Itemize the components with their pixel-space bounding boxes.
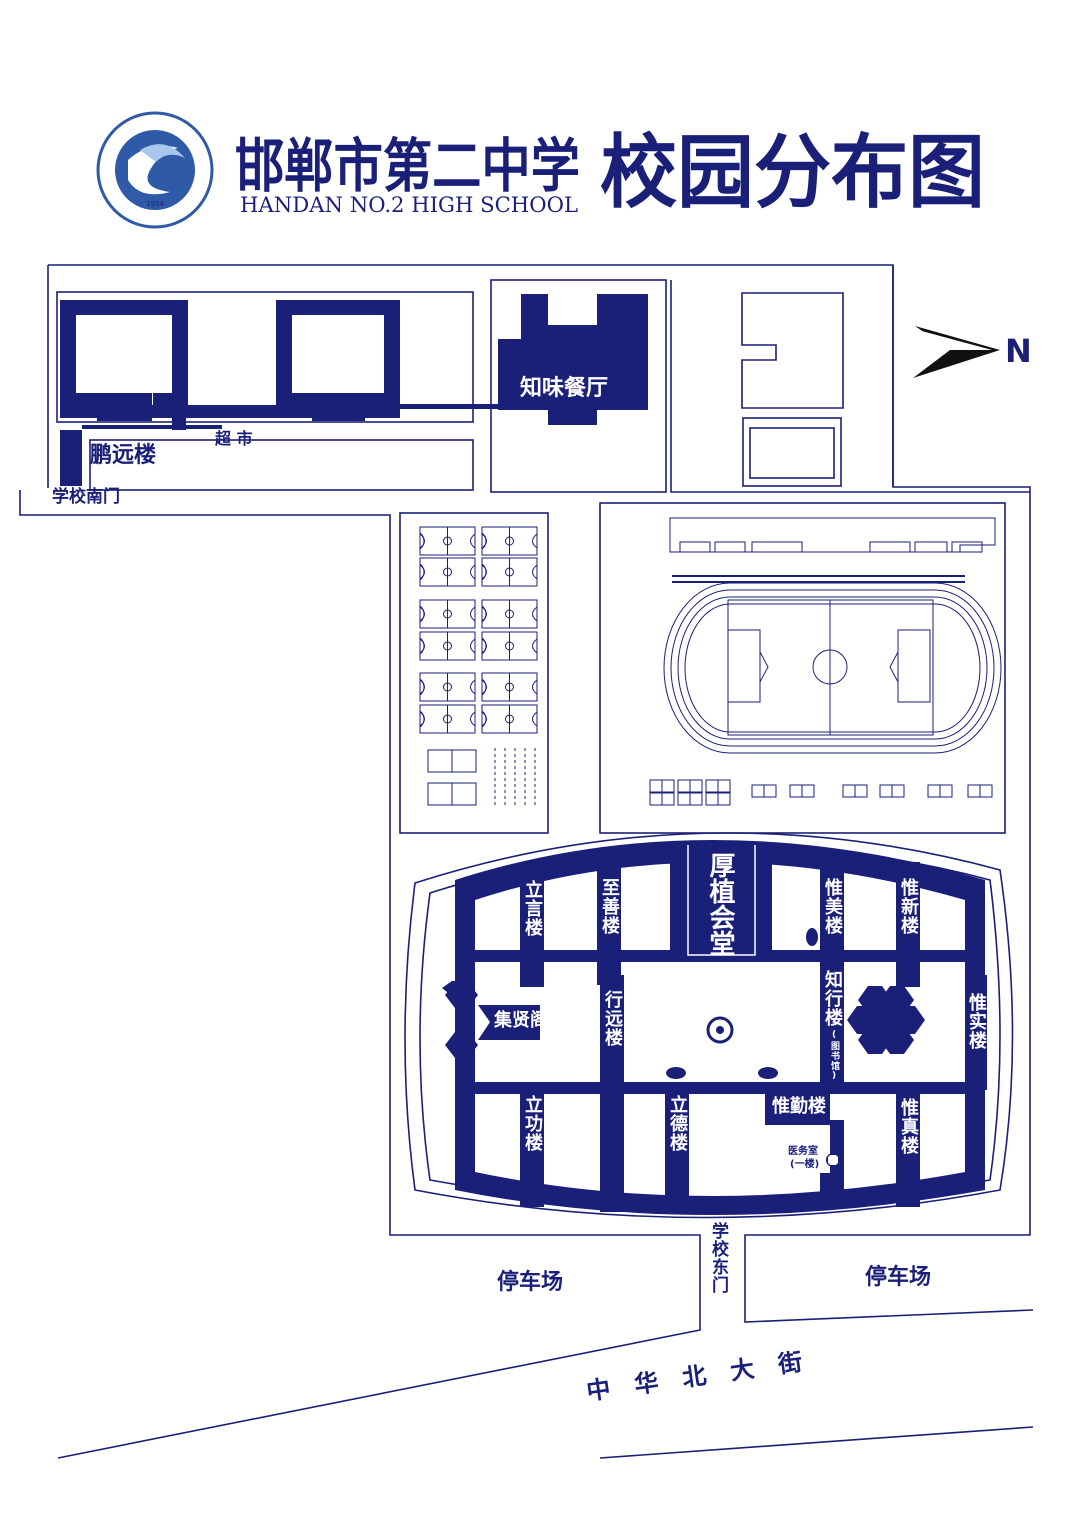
label-zhixing: 知行楼: [822, 970, 843, 1027]
teaching-complex: [455, 840, 985, 1215]
running-track: [663, 575, 1002, 754]
label-pengyuan: 鹏远楼: [90, 443, 157, 468]
logo-year: 1954: [146, 200, 164, 208]
label-zhixing-sub: (图书馆): [829, 1030, 839, 1082]
ne-blocks: [741, 292, 844, 487]
north-arrow-icon: [913, 326, 1000, 378]
small-courts: [649, 779, 993, 806]
hongyi-building: [276, 300, 400, 418]
label-weizhen: 惟真楼: [898, 1098, 919, 1155]
volleyball-courts: [427, 748, 536, 808]
label-bathroom: 浴室: [499, 296, 520, 334]
label-weimei: 惟美楼: [822, 878, 843, 935]
label-zhishan: 至善楼: [599, 878, 620, 935]
label-weishi: 惟实楼: [966, 993, 987, 1050]
school-name-cn: 邯郸市第二中学: [235, 132, 580, 200]
label-xingyuan: 行远楼: [602, 990, 623, 1047]
label-weiqin: 惟勤楼: [772, 1096, 826, 1117]
label-parking-left: 停车场: [497, 1270, 564, 1295]
canteen-building: [498, 294, 648, 425]
basketball-courts: [419, 526, 538, 734]
school-name-en: HANDAN NO.2 HIGH SCHOOL: [240, 193, 578, 217]
north-label: N: [1005, 332, 1032, 370]
label-supermarket: 超 市: [215, 429, 253, 448]
label-jixian: 集贤阁: [494, 1010, 548, 1031]
label-weixin: 惟新楼: [898, 878, 919, 935]
jixian-pavilion: [442, 981, 540, 1058]
library-hex-cluster: [847, 986, 925, 1054]
sports-area: [399, 502, 1006, 834]
label-huiya: 慧雅楼: [90, 336, 157, 361]
label-south-gate: 学校南门: [52, 487, 120, 507]
label-clinic: 医务室: [788, 1146, 818, 1157]
campus-outline: [19, 264, 1034, 1459]
label-huiya-sub: （女生宿舍）: [78, 369, 162, 385]
map-title: 校园分布图: [600, 126, 985, 219]
label-hongyi: 弘毅楼: [305, 336, 372, 361]
label-clinic-sub: (一楼): [790, 1159, 820, 1170]
huiya-building: [60, 300, 188, 418]
plaza-fountain-icon: [606, 928, 818, 1079]
label-lide: 立德楼: [667, 1095, 688, 1152]
school-logo: [96, 111, 214, 229]
label-liyan: 立言楼: [522, 880, 543, 937]
label-ligong: 立功楼: [522, 1095, 543, 1152]
label-east-gate: 学校东门: [708, 1222, 728, 1294]
medical-cross-icon: [826, 1153, 840, 1167]
label-hongyi-sub: （男生宿舍）: [292, 369, 376, 385]
grandstand: [669, 517, 996, 553]
label-parking-right: 停车场: [865, 1265, 932, 1290]
label-canteen: 知味餐厅: [520, 376, 609, 401]
label-houzhi: 厚植会堂: [705, 852, 735, 956]
